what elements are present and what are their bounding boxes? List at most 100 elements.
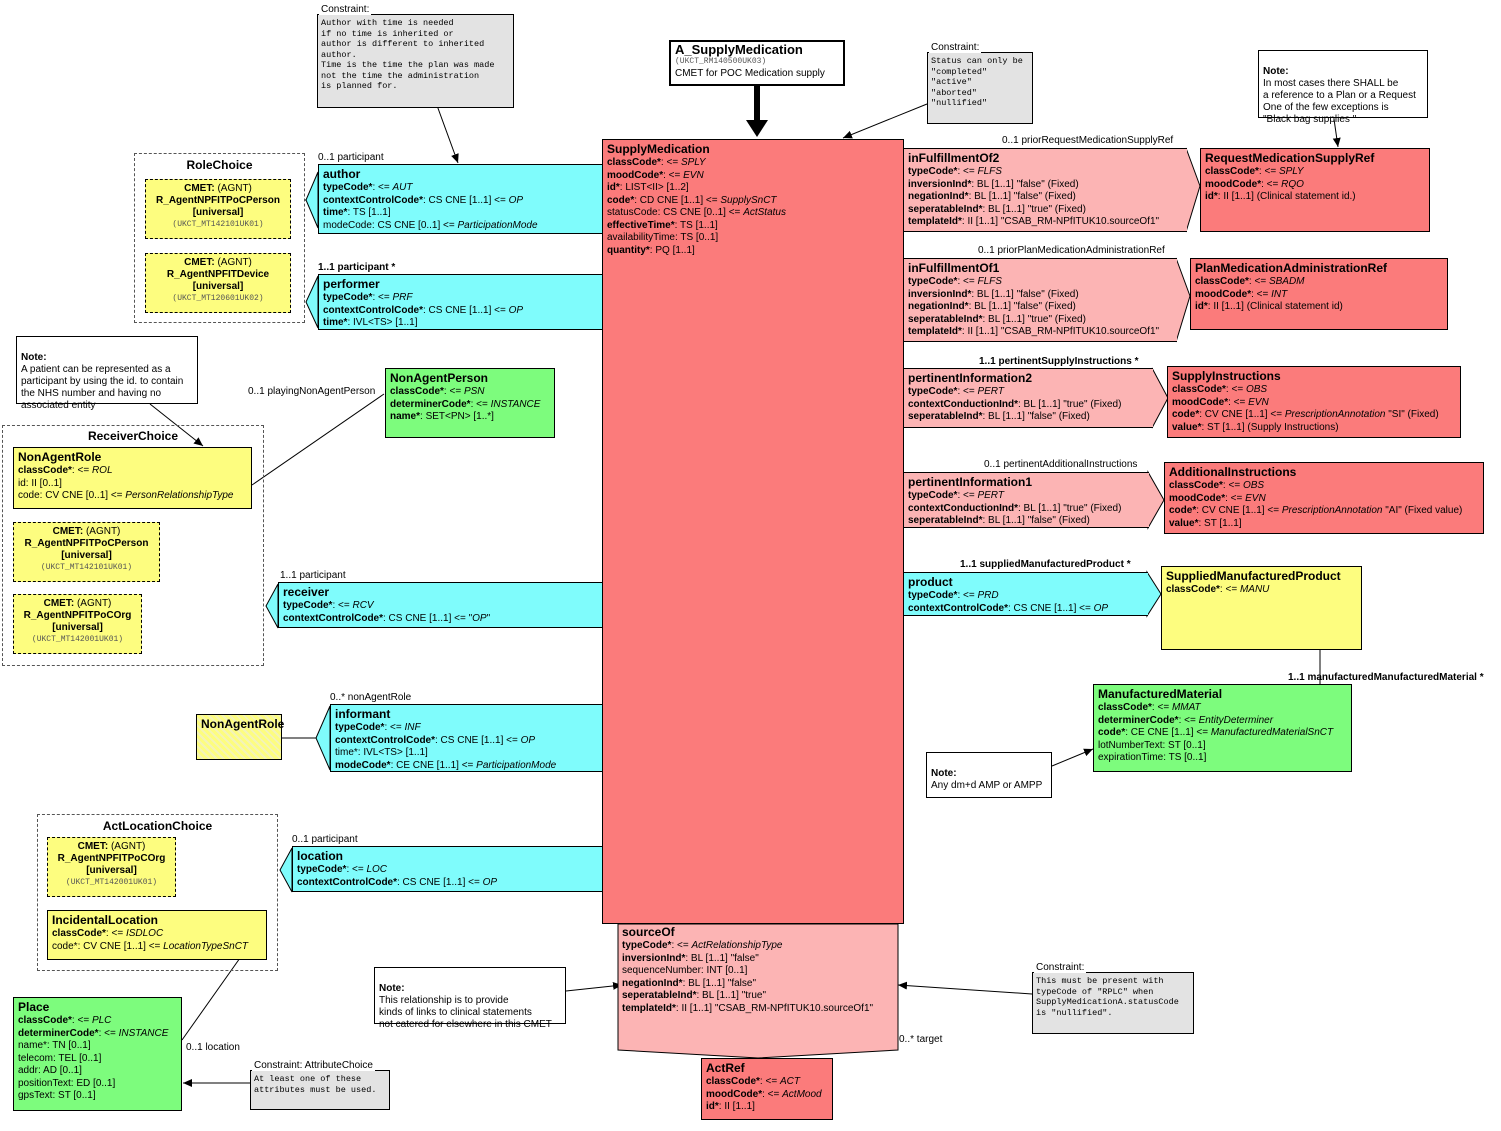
attribute-name: classCode* bbox=[1195, 276, 1249, 287]
cmet-label: CMET: bbox=[77, 841, 109, 852]
attribute-type: : <= bbox=[759, 1076, 780, 1087]
attribute-name: typeCode* bbox=[908, 386, 958, 397]
attribute-type: : <= bbox=[372, 182, 393, 193]
cmet-scope: [universal] bbox=[61, 550, 112, 561]
attribute-vocab: PrescriptionAnnotation bbox=[1284, 409, 1386, 420]
attribute-type: : PQ [1..1] bbox=[649, 244, 695, 256]
constraint-rplc-title: Constraint: bbox=[1034, 962, 1087, 973]
attribute-name: seperatableInd* bbox=[908, 203, 983, 215]
attribute-type: name*: TN [0..1] bbox=[18, 1040, 91, 1051]
attribute-row: typeCode*: <= INF bbox=[335, 722, 598, 735]
act-location-choice-title: ActLocationChoice bbox=[102, 819, 213, 833]
attribute-type: : II [1..1] "CSAB_RM-NPfITUK10.sourceOf1… bbox=[961, 216, 1160, 227]
attribute-row: contextConductionInd*: BL [1..1] "true" … bbox=[908, 503, 1145, 516]
if1-title: inFulfillmentOf1 bbox=[908, 261, 1000, 275]
attribute-type: : <= bbox=[1228, 396, 1249, 408]
attribute-name: classCode* bbox=[390, 386, 444, 397]
entry-point-desc: CMET for POC Medication supply bbox=[675, 68, 825, 79]
attribute-row: templateId*: II [1..1] "CSAB_RM-NPfITUK1… bbox=[622, 1003, 898, 1016]
attribute-vocab: OP bbox=[1093, 602, 1109, 614]
attribute-row: statusCode: CS CNE [0..1] <= ActStatus bbox=[607, 207, 899, 220]
constraint-attr-title: Constraint: AttributeChoice bbox=[252, 1060, 375, 1071]
constraint-attribute-choice: Constraint: AttributeChoice At least one… bbox=[250, 1060, 390, 1110]
attribute-type: : <= bbox=[671, 940, 692, 951]
attribute-vocab: OBS bbox=[1245, 384, 1268, 395]
attribute-type: lotNumberText: ST [0..1] bbox=[1098, 739, 1206, 751]
attribute-vocab: MMAT bbox=[1171, 702, 1201, 713]
attribute-vocab: OP bbox=[482, 876, 498, 888]
attribute-type: : CS CNE [1..1] <= " bbox=[383, 612, 473, 624]
attribute-vocab: INF bbox=[404, 722, 421, 733]
attribute-name: classCode* bbox=[18, 465, 72, 476]
attribute-name: id* bbox=[706, 1101, 719, 1112]
attribute-name: time* bbox=[323, 317, 348, 328]
attribute-row: contextControlCode*: CS CNE [1..1] <= OP bbox=[335, 735, 598, 748]
cmet-label: CMET: bbox=[43, 598, 75, 609]
attribute-name: inversionInd* bbox=[622, 952, 686, 964]
attribute-type: sequenceNumber: INT [0..1] bbox=[622, 965, 748, 976]
attribute-vocab: PSN bbox=[463, 386, 485, 397]
cmet-agnt: (AGNT) bbox=[214, 257, 252, 268]
attribute-row: contextControlCode*: CS CNE [1..1] <= OP bbox=[323, 305, 598, 318]
attribute-vocab: SPLY bbox=[680, 157, 706, 168]
cmet-name: R_AgentNPFITDevice bbox=[166, 269, 270, 280]
product-title: product bbox=[908, 575, 953, 589]
attribute-row: classCode*: <= ROL bbox=[18, 465, 247, 478]
attribute-name: typeCode* bbox=[335, 722, 385, 733]
supply-medication-title: SupplyMedication bbox=[607, 142, 710, 156]
attribute-type: : <= bbox=[443, 386, 464, 397]
attribute-row: moodCode*: <= RQO bbox=[1205, 179, 1425, 192]
attribute-row: id*: II [1..1] bbox=[706, 1101, 828, 1114]
cmet-role-device: CMET: (AGNT) R_AgentNPFITDevice [univers… bbox=[145, 253, 291, 313]
attribute-row: typeCode*: <= PRF bbox=[323, 292, 598, 305]
attribute-type: : II [1..1] bbox=[718, 1101, 755, 1112]
attribute-name: classCode* bbox=[1172, 384, 1226, 395]
attribute-row: id*: II [1..1] (Clinical statement id.) bbox=[1205, 191, 1425, 204]
attribute-name: typeCode* bbox=[622, 940, 672, 951]
note-patient-text: A patient can be represented as a partic… bbox=[21, 364, 184, 411]
attribute-type: : BL [1..1] "false" (Fixed) bbox=[968, 191, 1076, 202]
attribute-type: : LIST<II> [1..2] bbox=[619, 182, 689, 193]
attribute-name: contextControlCode* bbox=[908, 602, 1008, 614]
attribute-vocab: PRD bbox=[977, 590, 999, 601]
attribute-type: : II [1..1] "CSAB_RM-NPfITUK10.sourceOf1… bbox=[675, 1002, 874, 1014]
pi2-label: 1..1 pertinentSupplyInstructions * bbox=[979, 356, 1139, 367]
cmet-role-person: CMET: (AGNT) R_AgentNPFITPoCPerson [univ… bbox=[145, 179, 291, 239]
note-dmd-head: Note: bbox=[931, 768, 957, 779]
attribute-tail: " bbox=[486, 612, 491, 624]
if1-label: 0..1 priorPlanMedicationAdministrationRe… bbox=[978, 245, 1165, 256]
attribute-type: availabilityTime: TS [0..1] bbox=[607, 232, 719, 243]
entry-point-title: A_SupplyMedication bbox=[675, 42, 803, 57]
attribute-row: contextControlCode*: CS CNE [1..1] <= OP bbox=[323, 195, 598, 208]
actref-label: 0..* target bbox=[899, 1034, 943, 1045]
cmet-name: R_AgentNPFITPoCPerson bbox=[156, 195, 280, 206]
attribute-type: : CD CNE [1..1] <= bbox=[634, 194, 721, 206]
constraint-status-title: Constraint: bbox=[929, 42, 982, 53]
location-label: 0..1 participant bbox=[292, 834, 358, 845]
attribute-row: classCode*: <= PLC bbox=[18, 1015, 177, 1028]
attribute-row: negationInd*: BL [1..1] "false" (Fixed) bbox=[908, 191, 1183, 204]
role-choice-title: RoleChoice bbox=[186, 158, 253, 172]
attribute-type: : <= bbox=[98, 1027, 119, 1039]
nonagentperson-title: NonAgentPerson bbox=[390, 371, 489, 385]
note-patient: Note:A patient can be represented as a p… bbox=[16, 336, 198, 411]
attribute-type: : <= bbox=[1251, 288, 1272, 300]
attribute-name: seperatableInd* bbox=[622, 990, 697, 1001]
note-relationship-text: This relationship is to provide kinds of… bbox=[379, 995, 552, 1030]
attribute-vocab: OP bbox=[508, 304, 524, 316]
attribute-vocab: RQO bbox=[1281, 178, 1304, 190]
attribute-row: time*: TS [1..1] bbox=[323, 207, 598, 220]
attribute-row: contextControlCode*: CS CNE [1..1] <= "O… bbox=[283, 613, 598, 626]
attribute-name: quantity* bbox=[607, 244, 650, 256]
if2-label: 0..1 priorRequestMedicationSupplyRef bbox=[1002, 135, 1174, 146]
attribute-vocab: OBS bbox=[1242, 480, 1265, 491]
attribute-type: : BL [1..1] "true" (Fixed) bbox=[982, 313, 1086, 325]
